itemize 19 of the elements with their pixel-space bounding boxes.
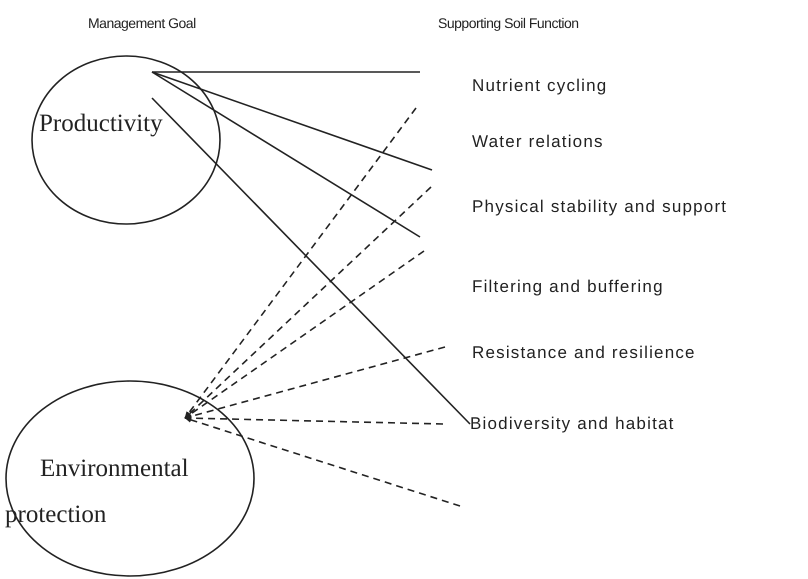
dashed-line (184, 186, 432, 419)
connector-line (152, 71, 420, 73)
dashed-line (184, 417, 460, 507)
soil-function-label: Physical stability and support (472, 196, 728, 218)
connector-line (152, 71, 420, 238)
soil-function-label: Filtering and buffering (472, 276, 664, 298)
column-heading: Supporting Soil Function (438, 15, 579, 31)
soil-function-label: Resistance and resilience (472, 342, 696, 364)
dashed-line (184, 346, 446, 420)
dashed-line (184, 250, 424, 419)
dashed-line (184, 415, 444, 425)
soil-function-label: Nutrient cycling (472, 75, 608, 97)
dashed-line (184, 108, 417, 419)
soil-function-label: Water relations (472, 131, 604, 153)
soil-function-label: Biodiversity and habitat (470, 413, 675, 435)
connector-line (151, 97, 471, 425)
column-heading: Management Goal (88, 15, 196, 31)
goal-label: Productivity (39, 109, 164, 139)
connector-line (152, 71, 432, 171)
